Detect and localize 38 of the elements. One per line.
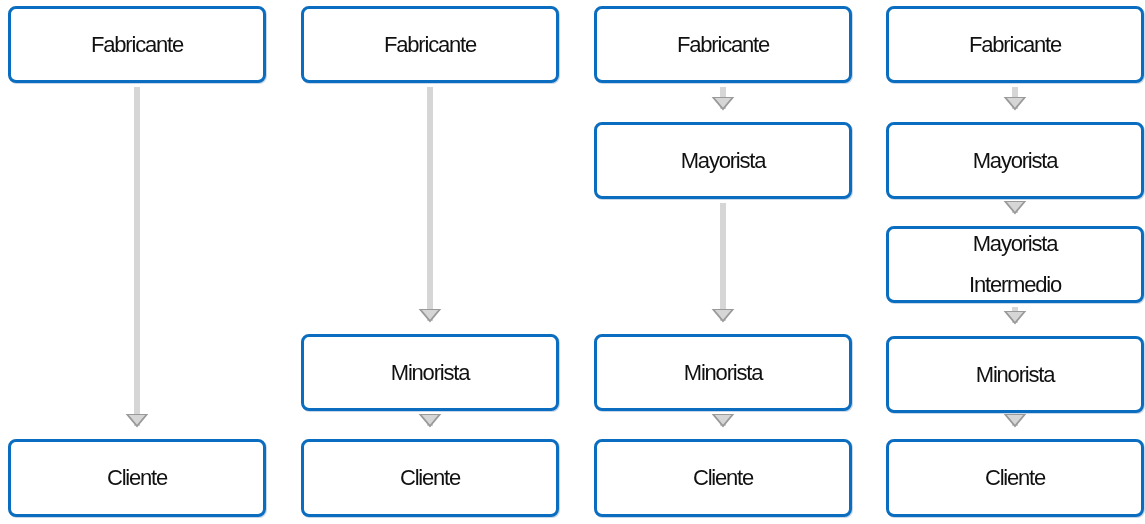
box-label: Cliente (399, 464, 461, 493)
arrow (711, 413, 735, 427)
process-box (886, 122, 1144, 199)
arrow (1003, 200, 1027, 214)
box-label: Fabricante (91, 30, 183, 59)
box-label: Mayorista (680, 146, 766, 175)
process-box (8, 439, 266, 517)
box-label: Cliente (692, 464, 754, 493)
arrow (418, 413, 442, 427)
process-box (886, 6, 1144, 83)
process-box (301, 439, 559, 517)
process-box (886, 226, 1144, 303)
box-label: Fabricante (384, 30, 476, 59)
process-box (301, 334, 559, 411)
box-label: Mayorista (972, 146, 1058, 175)
arrow (418, 87, 442, 322)
box-label: Fabricante (969, 30, 1061, 59)
arrow (711, 203, 735, 322)
box-label: Fabricante (677, 30, 769, 59)
box-label: Minorista (975, 360, 1055, 389)
arrow (1003, 87, 1027, 110)
process-box (594, 6, 852, 83)
box-label: Minorista (390, 358, 470, 387)
box-label: Minorista (683, 358, 763, 387)
process-box (886, 336, 1144, 413)
arrow (125, 87, 149, 427)
arrow (1003, 413, 1027, 427)
arrow (711, 87, 735, 110)
process-box (594, 439, 852, 517)
process-box (8, 6, 266, 83)
box-label: Mayorista Intermedio (968, 229, 1063, 299)
process-box (886, 439, 1144, 517)
process-box (301, 6, 559, 83)
process-box (594, 334, 852, 411)
arrow (1003, 307, 1027, 324)
box-label: Cliente (106, 464, 168, 493)
box-label: Cliente (984, 464, 1046, 493)
process-box (594, 122, 852, 199)
